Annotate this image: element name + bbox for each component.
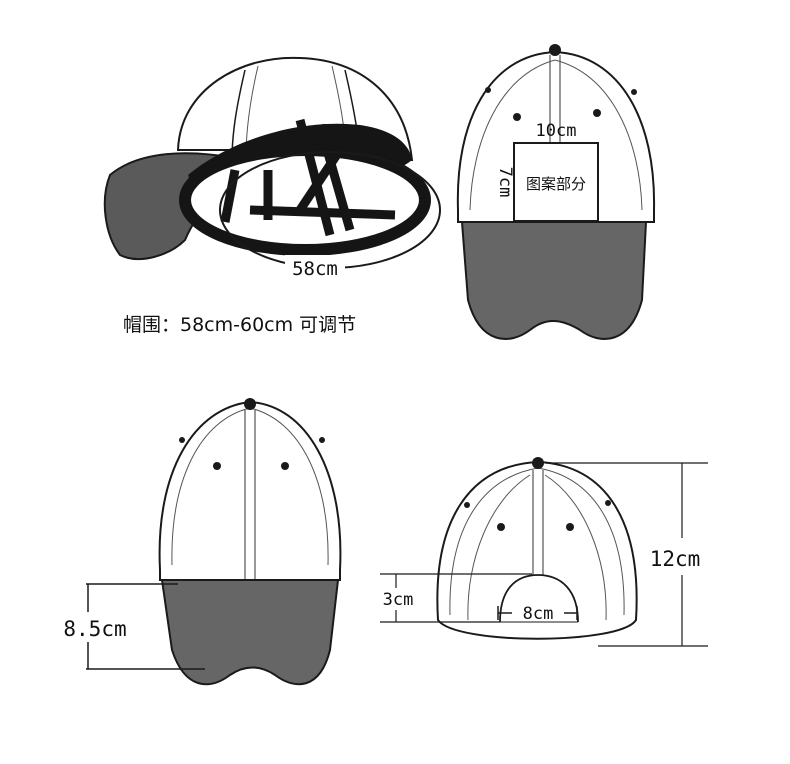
brim-length-label: 8.5cm — [63, 617, 126, 641]
angled-view: 58cm — [103, 56, 441, 280]
eyelet-icon — [566, 523, 574, 531]
back-opening — [499, 574, 579, 623]
back-view: 8cm 3cm 12cm — [380, 457, 708, 647]
opening-height-label: 3cm — [383, 590, 414, 610]
design-width-label: 10cm — [536, 121, 577, 141]
side-view: 8.5cm — [63, 398, 342, 686]
eyelet-icon — [213, 462, 221, 470]
opening-width-label: 8cm — [523, 604, 554, 624]
eyelet-icon — [513, 113, 521, 121]
side-brim — [160, 579, 340, 686]
side-crown — [158, 400, 342, 581]
design-height-label: 7cm — [495, 167, 515, 198]
circumference-label: 58cm — [292, 258, 338, 280]
front-view: 10cm 7cm 图案部分 — [456, 44, 656, 340]
eyelet-icon — [497, 523, 505, 531]
head-size-caption: 帽围：58cm-60cm 可调节 — [123, 314, 356, 336]
design-area-box — [513, 142, 599, 222]
eyelet-icon — [593, 109, 601, 117]
front-crown — [456, 50, 656, 223]
eyelet-icon — [281, 462, 289, 470]
design-area-label: 图案部分 — [526, 175, 586, 193]
back-crown — [436, 460, 638, 640]
total-height-label: 12cm — [650, 547, 701, 571]
front-brim — [460, 221, 648, 340]
